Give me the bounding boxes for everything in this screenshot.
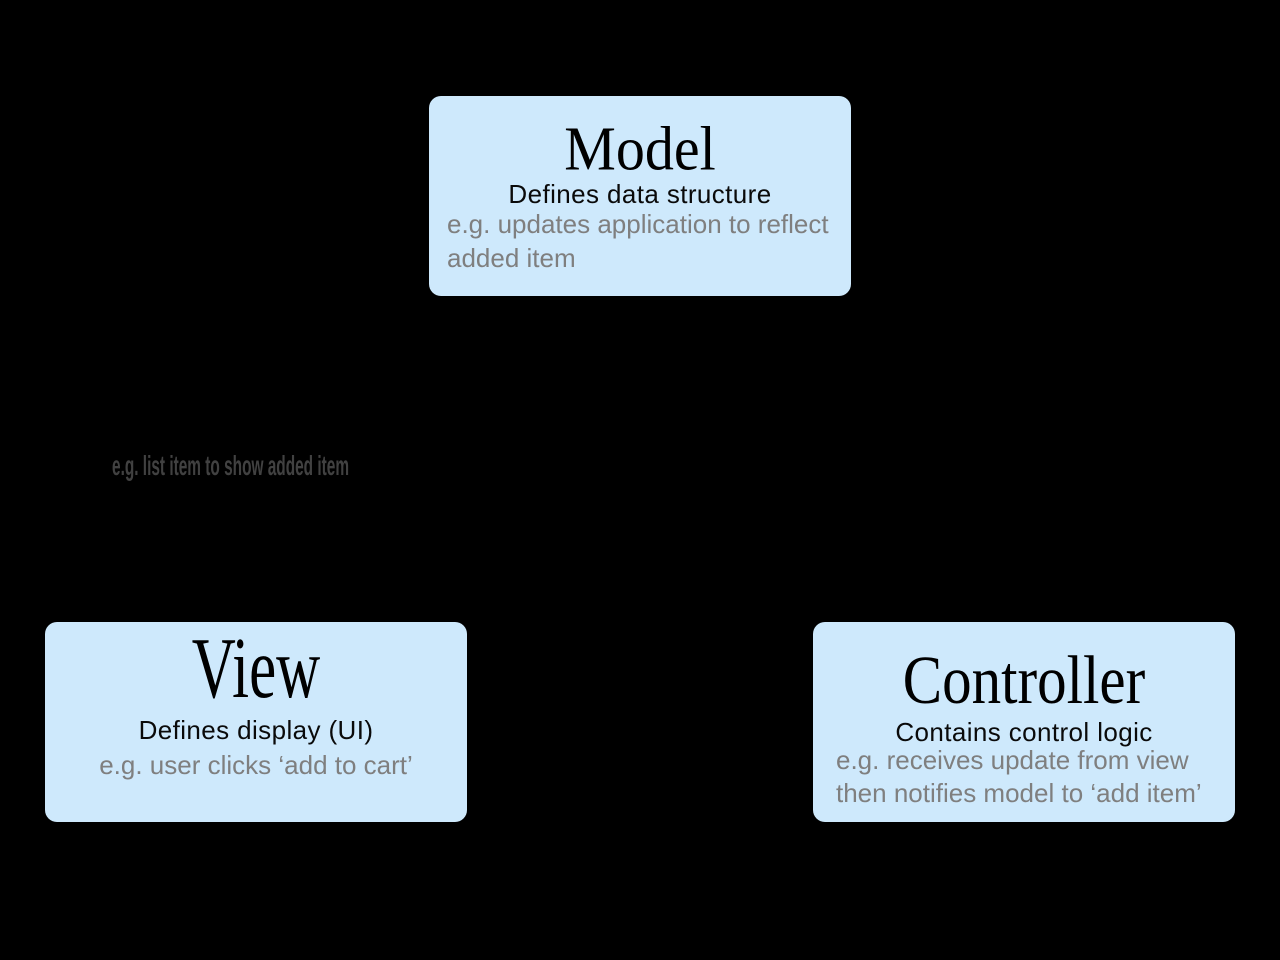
model-example-line-1: e.g. updates application to reflect: [447, 209, 829, 239]
view-title: View: [191, 621, 321, 717]
model-title: Model: [564, 113, 716, 184]
view-subtitle: Defines display (UI): [138, 715, 374, 745]
view-example-line-1: e.g. user clicks ‘add to cart’: [99, 750, 413, 780]
controller-title: Controller: [902, 641, 1146, 718]
model-subtitle: Defines data structure: [508, 179, 772, 209]
view-box: View Defines display (UI) e.g. user clic…: [45, 622, 467, 822]
model-box: Model Defines data structure e.g. update…: [429, 96, 851, 296]
controller-subtitle: Contains control logic: [895, 717, 1153, 747]
view-example: e.g. user clicks ‘add to cart’: [45, 748, 467, 782]
controller-example: e.g. receives update from view then noti…: [836, 744, 1202, 810]
model-to-view-arrow-label: e.g. list item to show added item: [112, 450, 350, 481]
controller-example-line-2: then notifies model to ‘add item’: [836, 778, 1202, 808]
controller-box: Controller Contains control logic e.g. r…: [813, 622, 1235, 822]
controller-example-line-1: e.g. receives update from view: [836, 745, 1189, 775]
model-example-line-2: added item: [447, 243, 576, 273]
model-example: e.g. updates application to reflect adde…: [447, 207, 829, 275]
